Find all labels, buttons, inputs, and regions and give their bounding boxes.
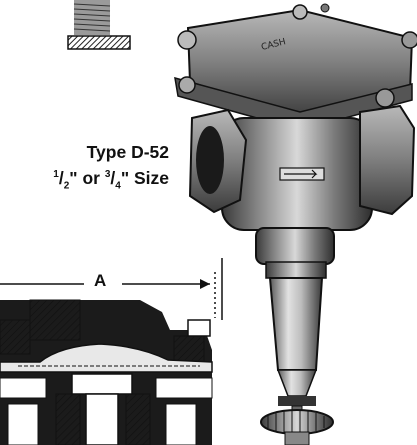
type-title: Type D-52 [86,142,169,162]
cross-section-drawing [0,258,223,445]
size-text: 1/2" or 3/4" Size [53,168,169,192]
dimension-line-a [0,258,223,320]
valve-stem [255,227,335,397]
dimension-a-label: A [94,271,107,290]
type-caption: Type D-52 1/2" or 3/4" Size [53,139,169,191]
screw-drawing [67,0,131,50]
adjusting-knob [260,396,334,445]
